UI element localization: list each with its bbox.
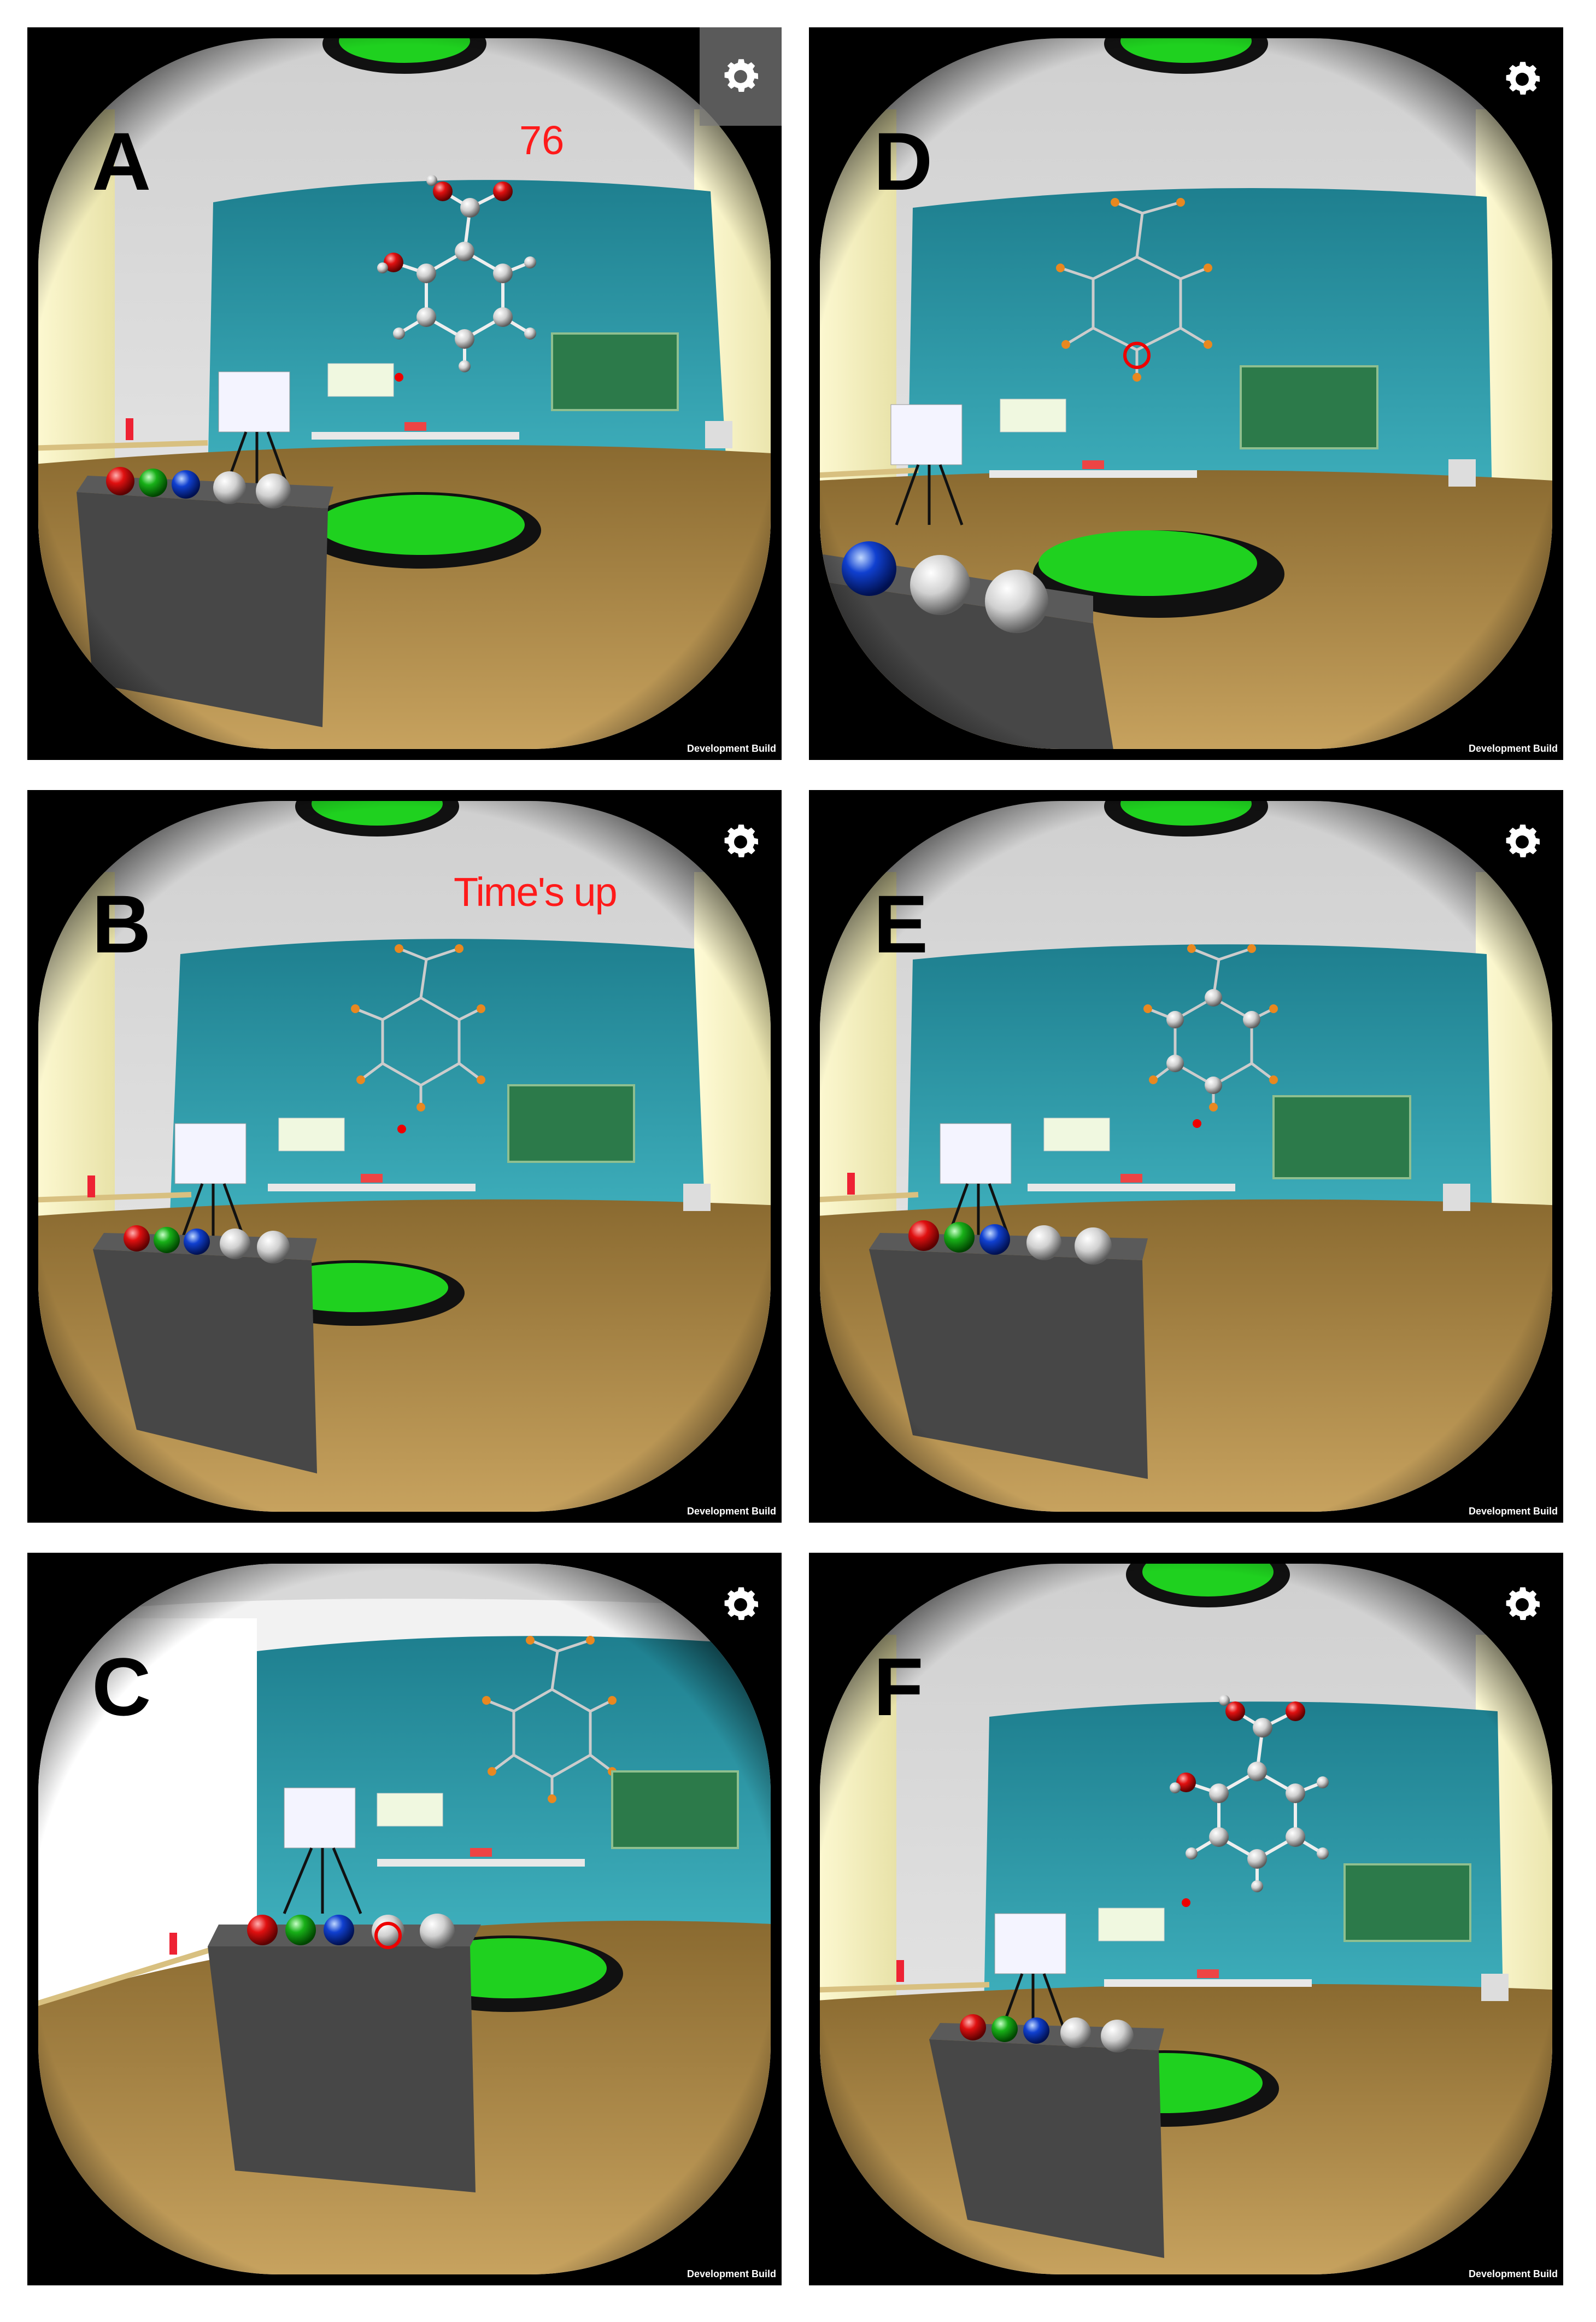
settings-button[interactable] xyxy=(711,1575,771,1635)
panel-f: F Development Build xyxy=(809,1553,1563,2285)
countdown-timer: 76 xyxy=(519,118,565,163)
panel-letter: E xyxy=(873,878,929,970)
panel-letter: B xyxy=(92,878,151,970)
panel-letter: D xyxy=(873,115,933,207)
times-up-message: Time's up xyxy=(454,869,618,915)
gear-icon xyxy=(1506,62,1540,95)
development-build-label: Development Build xyxy=(686,2268,776,2279)
panel-letter: A xyxy=(92,115,151,207)
gear-icon xyxy=(724,824,759,858)
panel-e: E Development Build xyxy=(809,790,1563,1523)
vr-scene-view xyxy=(820,38,1552,749)
panel-letter: C xyxy=(92,1641,151,1733)
vr-scene-view xyxy=(38,801,771,1512)
settings-button[interactable] xyxy=(1492,812,1552,872)
lens-vignette xyxy=(38,38,771,749)
settings-button[interactable] xyxy=(1492,1575,1552,1635)
panel-b: B Time's up Development Build xyxy=(27,790,782,1523)
gear-icon xyxy=(1506,824,1540,858)
panel-a: A 76 Development Build xyxy=(27,27,782,760)
vr-scene-view xyxy=(820,801,1552,1512)
settings-button[interactable] xyxy=(700,27,782,126)
gear-icon xyxy=(724,1587,759,1621)
panel-d: D Development Build xyxy=(809,27,1563,760)
settings-button[interactable] xyxy=(1492,49,1552,109)
panel-c: C Development Build xyxy=(27,1553,782,2285)
panel-letter: F xyxy=(873,1641,924,1733)
development-build-label: Development Build xyxy=(686,1506,776,1517)
gear-icon xyxy=(724,59,759,92)
development-build-label: Development Build xyxy=(1468,2268,1558,2279)
vr-scene-view xyxy=(820,1564,1552,2274)
development-build-label: Development Build xyxy=(686,743,776,754)
vr-scene-view xyxy=(38,38,771,749)
development-build-label: Development Build xyxy=(1468,1506,1558,1517)
gear-icon xyxy=(1506,1587,1540,1621)
settings-button[interactable] xyxy=(711,812,771,872)
vr-scene-view xyxy=(38,1564,771,2274)
development-build-label: Development Build xyxy=(1468,743,1558,754)
